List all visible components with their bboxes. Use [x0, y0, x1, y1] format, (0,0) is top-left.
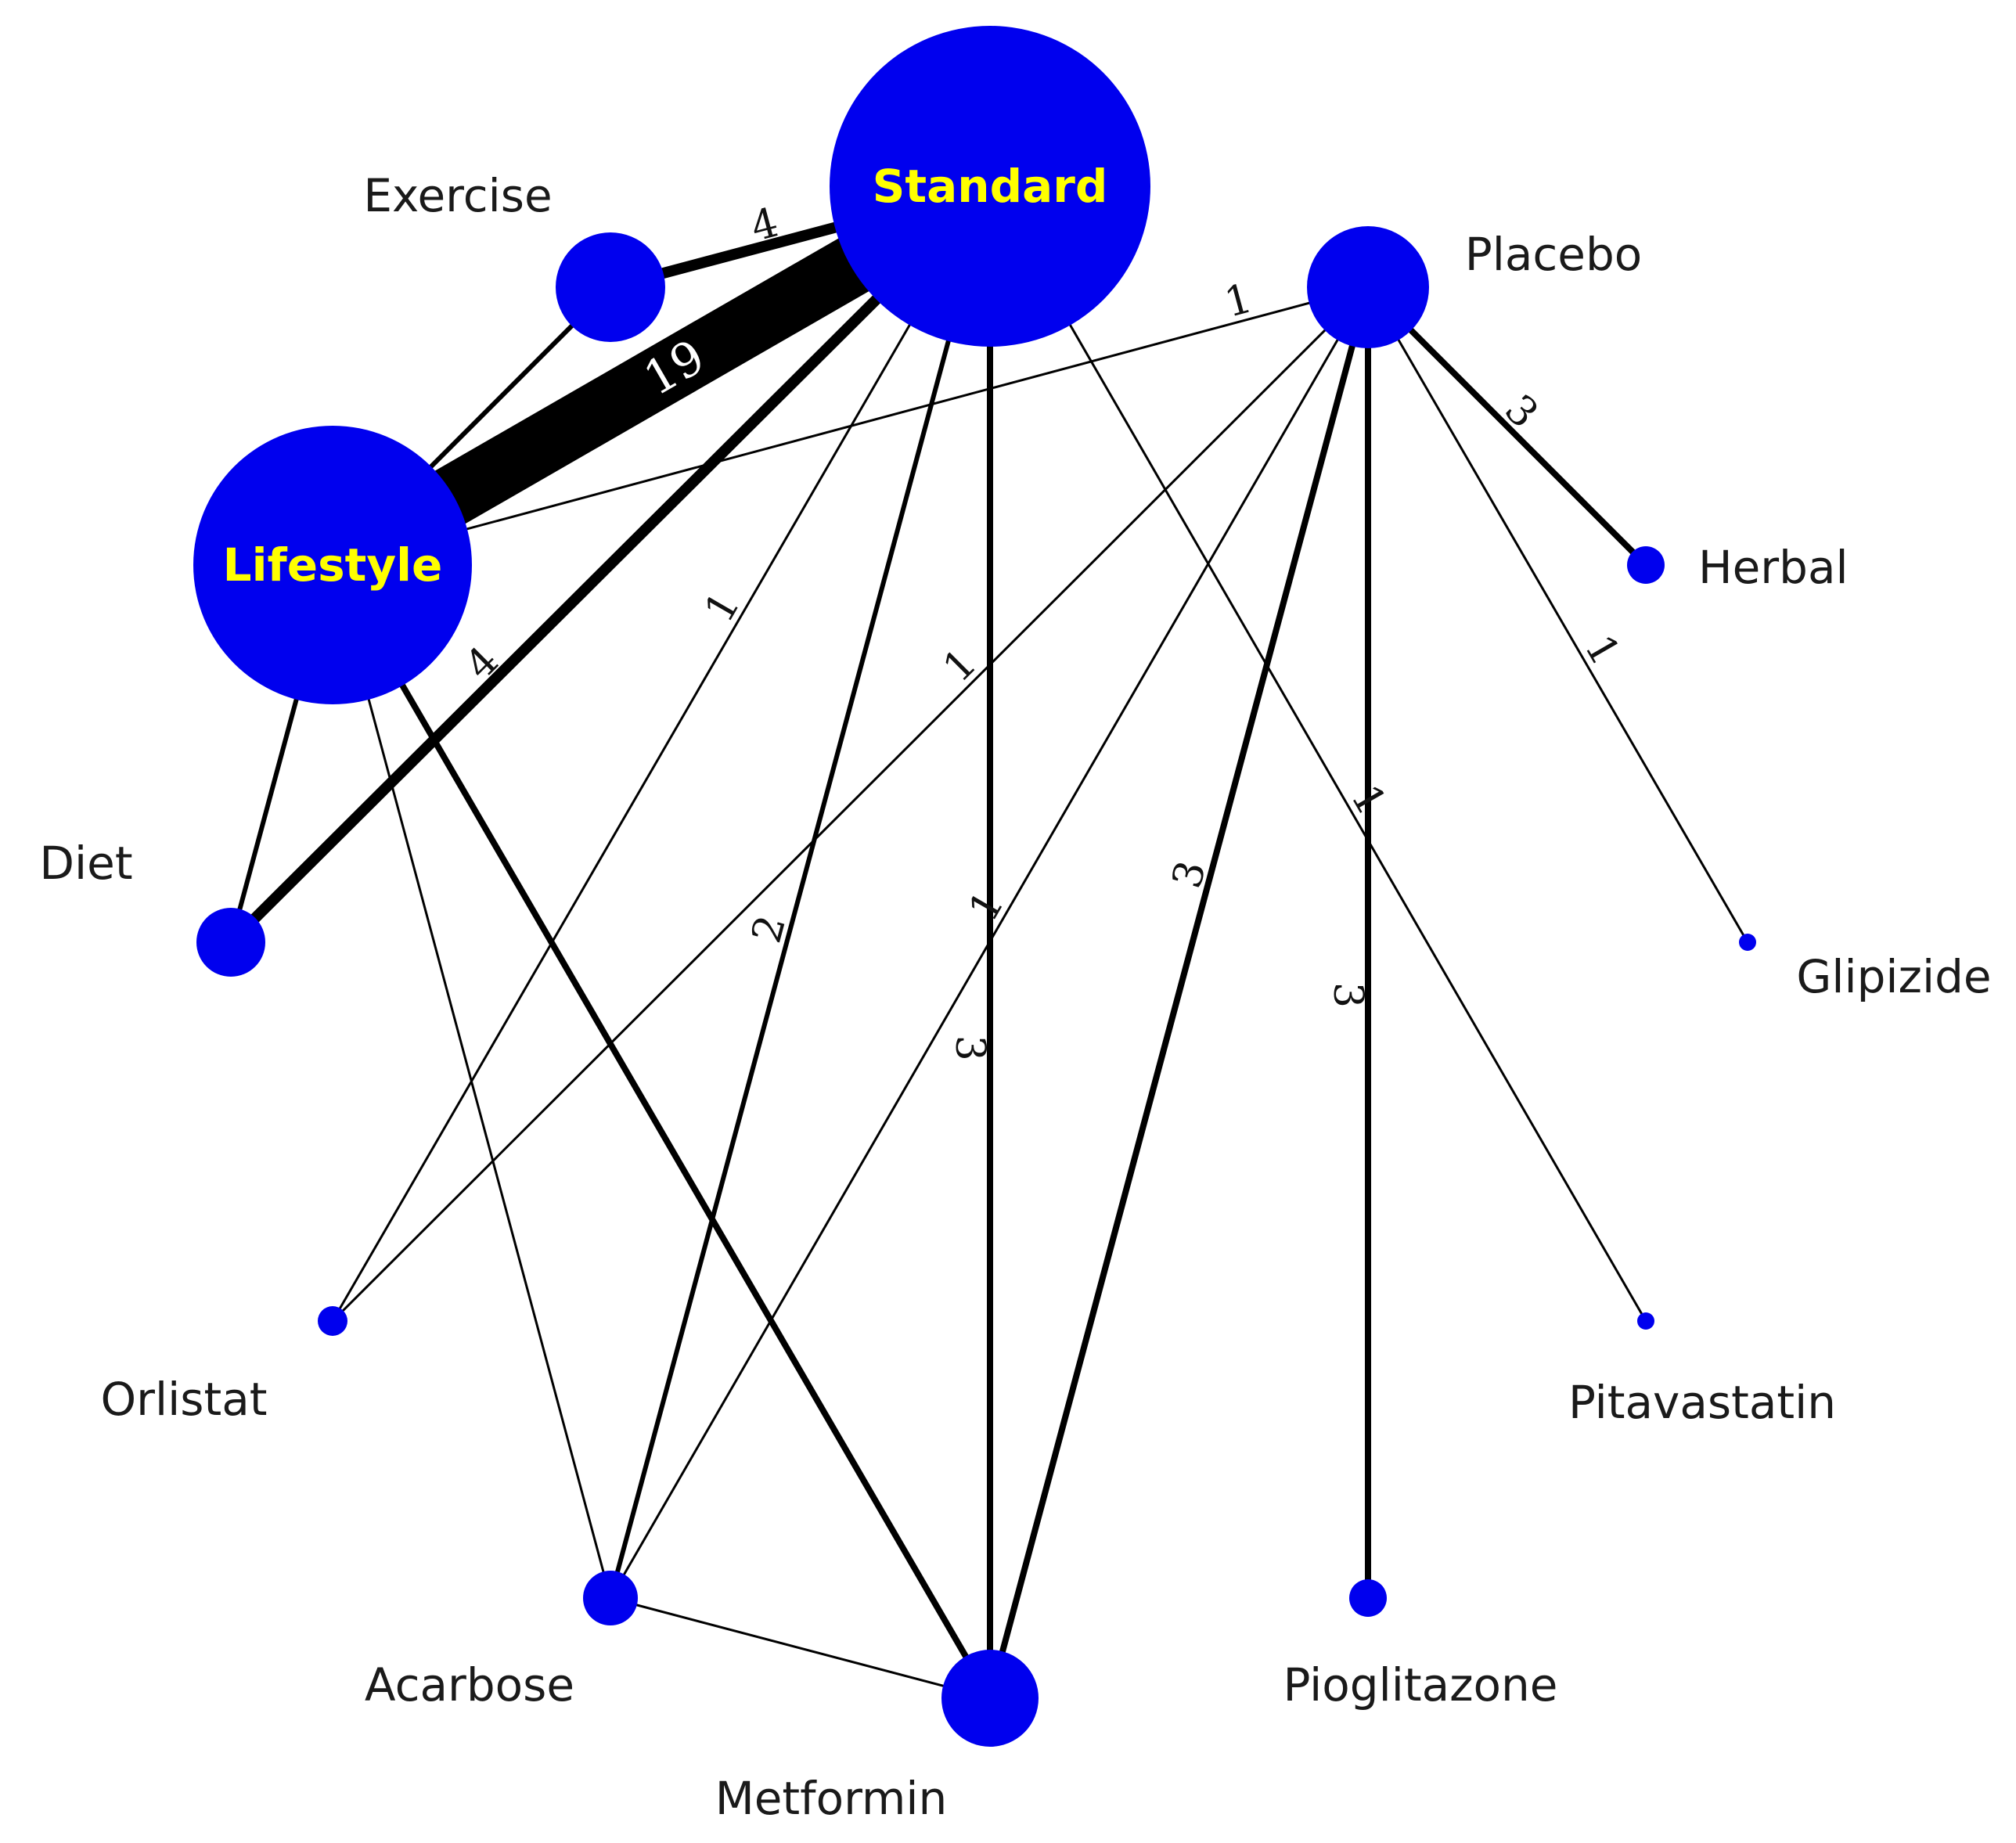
- node-label-orlistat: Orlistat: [101, 1373, 268, 1426]
- edge-label-placebo-orlistat: 1: [934, 640, 986, 692]
- edge-label-placebo-pioglitazone: 3: [1324, 982, 1371, 1008]
- edge-label-standard-orlistat: 1: [696, 585, 750, 631]
- node-label-metformin: Metformin: [715, 1772, 948, 1825]
- node-label-glipizide: Glipizide: [1796, 950, 1991, 1003]
- node-label-acarbose: Acarbose: [365, 1658, 574, 1712]
- edge-label-exercise-standard: 4: [746, 199, 783, 250]
- node-label-pitavastatin: Pitavastatin: [1568, 1376, 1836, 1429]
- node-pitavastatin: [1637, 1312, 1654, 1330]
- node-acarbose: [583, 1571, 638, 1625]
- edge-label-placebo-metformin: 3: [1164, 856, 1216, 893]
- node-layer: [193, 26, 1756, 1747]
- edge-placebo-glipizide: [1366, 286, 1749, 943]
- node-label-pioglitazone: Pioglitazone: [1283, 1658, 1557, 1712]
- edge-lifestyle-acarbose: [331, 564, 612, 1599]
- edge-label-placebo-lifestyle: 1: [1220, 275, 1258, 327]
- edge-standard-orlistat: [331, 185, 992, 1322]
- node-lifestyle: [193, 426, 472, 704]
- edge-acarbose-metformin: [610, 1596, 991, 1700]
- node-herbal: [1627, 546, 1665, 584]
- edge-label-standard-metformin: 3: [946, 1035, 993, 1061]
- edge-placebo-metformin: [987, 286, 1371, 1700]
- node-label-standard: Standard: [873, 160, 1108, 213]
- node-label-herbal: Herbal: [1698, 541, 1849, 594]
- edge-label-placebo-herbal: 3: [1496, 386, 1547, 437]
- node-orlistat: [318, 1306, 347, 1336]
- node-label-lifestyle: Lifestyle: [223, 538, 443, 592]
- node-metformin: [941, 1650, 1039, 1747]
- edge-lifestyle-metformin: [329, 563, 993, 1701]
- edge-placebo-herbal: [1366, 285, 1648, 567]
- edge-diet-standard: [227, 182, 994, 946]
- edge-placebo-orlistat: [331, 286, 1370, 1323]
- node-label-placebo: Placebo: [1465, 228, 1643, 281]
- node-label-exercise: Exercise: [363, 169, 552, 222]
- node-standard: [830, 26, 1150, 347]
- edge-standard-acarbose: [608, 185, 992, 1599]
- node-placebo: [1307, 226, 1429, 348]
- edge-standard-pitavastatin: [988, 185, 1647, 1322]
- node-glipizide: [1739, 934, 1756, 951]
- node-pioglitazone: [1349, 1579, 1387, 1617]
- edge-label-placebo-glipizide: 1: [1575, 628, 1629, 674]
- node-exercise: [556, 232, 665, 342]
- node-label-diet: Diet: [39, 837, 132, 890]
- edge-label-standard-acarbose: 2: [743, 911, 796, 948]
- node-diet: [196, 908, 265, 977]
- edge-label-placebo-acarbose: 1: [960, 884, 1014, 930]
